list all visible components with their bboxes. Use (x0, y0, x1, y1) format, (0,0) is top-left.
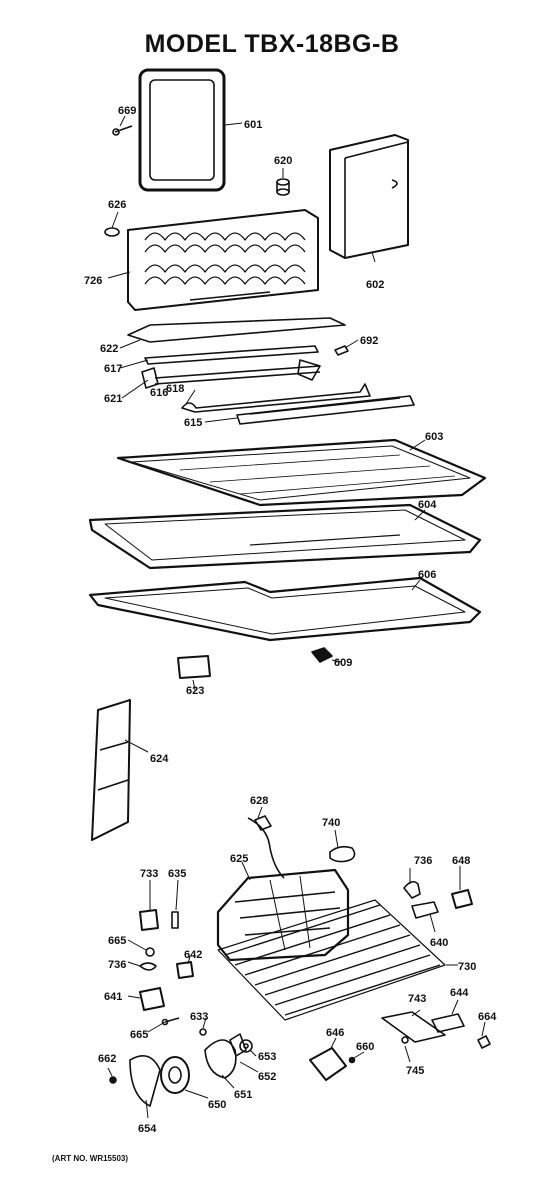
label-646: 646 (326, 1027, 344, 1039)
part-641-clamp (139, 987, 165, 1011)
label-615: 615 (184, 417, 202, 429)
label-624: 624 (150, 753, 169, 765)
label-617: 617 (104, 363, 122, 375)
label-692: 692 (360, 335, 378, 347)
label-601: 601 (244, 119, 262, 131)
part-646-cover (309, 1047, 347, 1081)
part-644-bracket (431, 1013, 465, 1033)
label-633: 633 (190, 1011, 208, 1023)
part-669-screw (112, 125, 133, 136)
label-603: 603 (425, 431, 443, 443)
label-743: 743 (408, 993, 426, 1005)
part-685-screw (161, 1017, 180, 1026)
part-642-relay (451, 889, 473, 909)
part-615-rail (236, 395, 415, 425)
part-642-box (176, 961, 194, 979)
label-740: 740 (322, 817, 340, 829)
label-736-left: 736 (108, 959, 126, 971)
part-621-bracket (141, 359, 321, 389)
label-726: 726 (84, 275, 102, 287)
part-745-screw (401, 1036, 409, 1044)
label-628: 628 (250, 795, 268, 807)
label-626: 626 (108, 199, 126, 211)
label-665-left: 665 (108, 935, 126, 947)
leader-lines (107, 115, 486, 1119)
part-623-block (177, 655, 211, 679)
part-743-bracket (381, 1011, 446, 1043)
part-726-evaporator (127, 209, 319, 311)
part-735-clip (171, 911, 179, 929)
label-622: 622 (100, 343, 118, 355)
label-635: 635 (168, 868, 186, 880)
part-740-bracket (329, 845, 356, 863)
part-692-clip (334, 345, 349, 356)
part-603-shelf (116, 438, 487, 507)
label-604: 604 (418, 499, 437, 511)
label-640: 640 (430, 937, 448, 949)
part-730-condenser (217, 899, 446, 1021)
label-650: 650 (208, 1099, 226, 1111)
label-644: 644 (450, 987, 469, 999)
label-669: 669 (118, 105, 136, 117)
part-620-bushing (276, 178, 290, 196)
label-625: 625 (230, 853, 248, 865)
label-660: 660 (356, 1041, 374, 1053)
part-651-bracket (204, 1039, 237, 1079)
part-618-bracket (181, 383, 371, 413)
label-730: 730 (458, 961, 476, 973)
part-604-shelf (88, 503, 482, 570)
part-733-switch (139, 909, 159, 931)
label-642: 642 (184, 949, 202, 961)
part-626-clip (104, 227, 120, 237)
label-736: 736 (414, 855, 432, 867)
label-653: 653 (258, 1051, 276, 1063)
part-622-drain-trough (127, 317, 346, 343)
part-660-screw (348, 1056, 356, 1064)
label-652: 652 (258, 1071, 276, 1083)
label-648: 648 (452, 855, 470, 867)
label-616: 616 (150, 387, 168, 399)
part-736-bracket (403, 880, 421, 899)
part-624-panel (91, 699, 131, 841)
part-601-gasket (138, 68, 226, 192)
part-labels: 601 602 603 604 606 609 615 616 617 618 … (84, 105, 497, 1135)
part-736-clamp (139, 962, 157, 971)
part-665-screw (145, 947, 155, 957)
label-620: 620 (274, 155, 292, 167)
part-609-knob (311, 647, 333, 663)
label-618: 618 (166, 383, 184, 395)
label-602: 602 (366, 279, 384, 291)
part-662-screw (109, 1076, 117, 1084)
part-652-part (229, 1033, 247, 1057)
art-number: (ART NO. WR15503) (52, 1154, 129, 1163)
part-650-motor (160, 1056, 190, 1094)
part-654-bracket (129, 1054, 161, 1107)
label-733: 733 (140, 868, 158, 880)
label-654: 654 (138, 1123, 157, 1135)
label-662: 662 (98, 1053, 116, 1065)
part-617-rail (144, 345, 319, 365)
page-title: MODEL TBX-18BG-B (144, 30, 400, 58)
label-665: 665 (130, 1029, 148, 1041)
label-609: 609 (334, 657, 352, 669)
part-606-shelf (88, 576, 482, 642)
label-651: 651 (234, 1089, 252, 1101)
label-606: 606 (418, 569, 436, 581)
part-664-screw (477, 1035, 491, 1049)
part-628-cord (247, 815, 285, 879)
label-621: 621 (104, 393, 122, 405)
label-641: 641 (104, 991, 122, 1003)
part-683-screw (199, 1028, 207, 1036)
label-745: 745 (406, 1065, 424, 1077)
part-640-overload (411, 901, 439, 919)
part-725-compressor (216, 868, 350, 962)
label-664: 664 (478, 1011, 497, 1023)
label-623: 623 (186, 685, 204, 697)
part-602-cover (329, 134, 409, 259)
